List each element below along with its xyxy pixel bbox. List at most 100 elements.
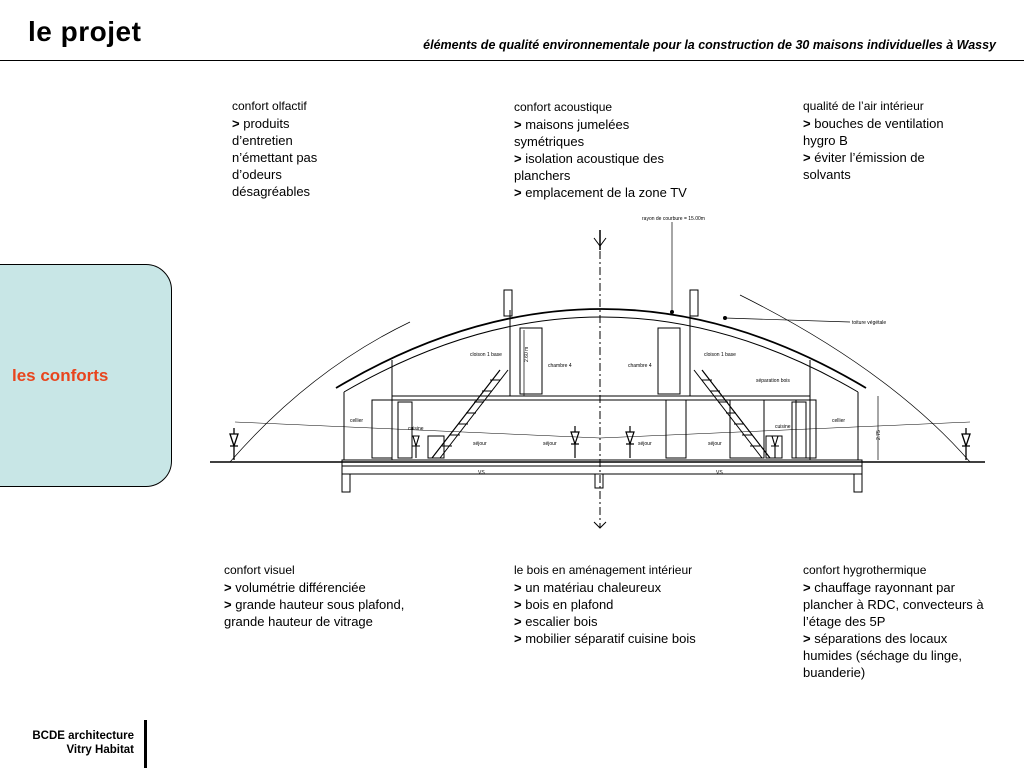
label-sejour-mid-right: séjour — [638, 441, 652, 447]
bullet-marker: > — [224, 597, 232, 612]
bullet-marker: > — [803, 150, 811, 165]
axis-bottom-arrow — [593, 521, 607, 529]
list-item-text: produits d’entretien n’émettant pas d’od… — [232, 116, 318, 199]
list-item-text: bouches de ventilation hygro B — [803, 116, 944, 148]
figure-cuisine-left — [412, 435, 420, 458]
list-item-text: séparations des locaux humides (séchage … — [803, 631, 962, 680]
figure-far-left — [229, 428, 239, 460]
header-divider — [0, 60, 1024, 61]
roof-inner-arc — [343, 316, 859, 393]
bullet-marker: > — [803, 631, 811, 646]
block-confort-olfactif: confort olfactif > produits d’entretien … — [232, 98, 332, 200]
list-item: > isolation acoustique des planchers — [514, 150, 689, 184]
figure-far-right — [961, 428, 971, 460]
label-cellier-right: cellier — [832, 418, 845, 424]
label-chambre-left: chambre 4 — [548, 363, 572, 369]
stair-left-2 — [439, 369, 509, 459]
chimney-left — [503, 289, 513, 317]
toiture-leader — [724, 317, 851, 323]
block-heading: confort acoustique — [514, 100, 613, 114]
door-lower-right — [665, 399, 687, 459]
bullet-marker: > — [514, 151, 522, 166]
list-item-text: escalier bois — [525, 614, 598, 629]
list-item: > grande hauteur sous plafond, grande ha… — [224, 596, 439, 630]
door-upper-left — [519, 327, 543, 395]
list-item-text: mobilier séparatif cuisine bois — [525, 631, 696, 646]
figure-cuisine-right — [771, 435, 779, 458]
page-subtitle: éléments de qualité environnementale pou… — [423, 38, 996, 52]
landscape-arc-right — [739, 294, 971, 463]
figure-sejour-right — [625, 426, 635, 458]
label-rayon: rayon de courbure = 15.00m — [642, 216, 705, 222]
toiture-point — [723, 316, 727, 320]
block-confort-visuel: confort visuel > volumétrie différenciée… — [224, 562, 439, 630]
page-title: le projet — [28, 16, 142, 47]
block-heading: confort visuel — [224, 563, 295, 577]
stair-left — [431, 369, 501, 459]
label-cellier-left: cellier — [350, 418, 363, 424]
bullet-marker: > — [514, 117, 522, 132]
axis-top-arrow — [593, 237, 607, 247]
list-item-text: isolation acoustique des planchers — [514, 151, 664, 183]
block-qualite-air: qualité de l’air intérieur > bouches de … — [803, 98, 973, 183]
list-item: > un matériau chaleureux — [514, 579, 734, 596]
door-lower-left — [371, 399, 393, 459]
bullet-marker: > — [514, 580, 522, 595]
footing-left — [341, 473, 351, 493]
bullet-marker: > — [803, 580, 811, 595]
bullet-marker: > — [514, 631, 522, 646]
section-drawing: rayon de courbure = 15.00m toiture végét… — [210, 216, 985, 529]
label-cuisine-right: cuisine — [775, 424, 791, 430]
list-item-text: bois en plafond — [525, 597, 614, 612]
landscape-arc-left — [229, 321, 411, 463]
list-item-text: éviter l’émission de solvants — [803, 150, 925, 182]
kitchen-counter-left — [427, 435, 445, 459]
label-vs-right: VS — [716, 470, 723, 476]
sight-line-right — [599, 421, 971, 439]
label-vs-left: VS — [478, 470, 485, 476]
list-item-text: volumétrie différenciée — [235, 580, 366, 595]
list-item: > séparations des locaux humides (séchag… — [803, 630, 998, 681]
cellier-cabinet-right — [791, 401, 807, 459]
label-sejour-right: séjour — [708, 441, 722, 447]
block-bois-amenagement: le bois en aménagement intérieur > un ma… — [514, 562, 734, 647]
list-item-text: grande hauteur sous plafond, grande haut… — [224, 597, 405, 629]
list-item: > escalier bois — [514, 613, 734, 630]
list-item-text: maisons jumelées symétriques — [514, 117, 630, 149]
block-heading: confort hygrothermique — [803, 563, 927, 577]
roof-outer-arc — [335, 308, 867, 389]
label-toiture: toiture végétale — [852, 320, 886, 326]
cellier-cabinet-left — [397, 401, 413, 459]
label-cuisine-left: cuisine — [408, 426, 424, 432]
footer-line-client: Vitry Habitat — [66, 744, 134, 756]
footer-credits: BCDE architecture Vitry Habitat — [32, 729, 134, 757]
stair-right — [701, 369, 771, 459]
chimney-right — [689, 289, 699, 317]
sight-line-left — [234, 421, 601, 439]
block-confort-hygrothermique: confort hygrothermique > chauffage rayon… — [803, 562, 998, 681]
list-item: > chauffage rayonnant par plancher à RDC… — [803, 579, 998, 630]
label-height-right: 2.75 — [876, 430, 882, 440]
separation-cabinet — [729, 399, 765, 459]
block-heading: qualité de l’air intérieur — [803, 99, 924, 113]
label-chambre-right: chambre 4 — [628, 363, 652, 369]
stair-treads-left — [442, 379, 500, 447]
label-sejour-left: séjour — [473, 441, 487, 447]
block-heading: le bois en aménagement intérieur — [514, 563, 693, 577]
list-item: > mobilier séparatif cuisine bois — [514, 630, 734, 647]
list-item-text: un matériau chaleureux — [525, 580, 662, 595]
list-item: > éviter l’émission de solvants — [803, 149, 973, 183]
bullet-marker: > — [514, 597, 522, 612]
list-item-text: chauffage rayonnant par plancher à RDC, … — [803, 580, 984, 629]
bullet-marker: > — [514, 185, 522, 200]
kitchen-counter-right — [765, 435, 783, 459]
rayon-point — [670, 310, 674, 314]
side-tab — [0, 264, 172, 487]
door-upper-right — [657, 327, 681, 395]
block-heading: confort olfactif — [232, 99, 307, 113]
footing-mid — [594, 473, 604, 489]
label-sejour-mid-left: séjour — [543, 441, 557, 447]
block-confort-acoustique: confort acoustique > maisons jumelées sy… — [514, 99, 689, 201]
list-item-text: emplacement de la zone TV — [525, 185, 687, 200]
label-separation: séparation bois — [756, 378, 790, 384]
